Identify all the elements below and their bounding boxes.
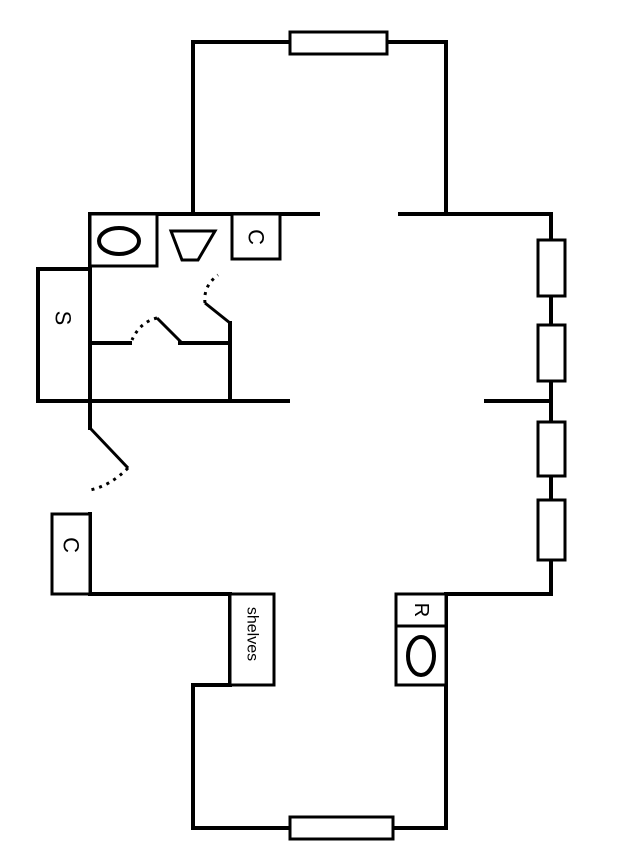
window-right-1 [536,238,567,298]
toilet-icon [168,229,218,262]
closet-lower-label: C [59,537,84,553]
closet-bath-box [230,212,282,261]
closet-bath-label: C [244,229,269,245]
window-bottom [288,815,395,841]
bathtub-basin-icon [97,226,141,256]
bathtub-box [88,212,159,268]
bathroom-door-right [203,273,231,325]
hall-door [88,426,130,492]
window-top [288,30,389,56]
bathroom-door-left [130,316,184,345]
storage-s-label: S [51,311,76,326]
refrigerator-label: R [410,603,432,617]
shelves-box [228,592,276,687]
exterior-walls [36,40,553,830]
window-right-4 [536,498,567,562]
shelves-label: shelves [244,607,261,661]
stove-burner-icon [406,635,436,677]
window-right-3 [536,420,567,478]
window-right-2 [536,323,567,383]
closet-lower-box [50,512,92,596]
